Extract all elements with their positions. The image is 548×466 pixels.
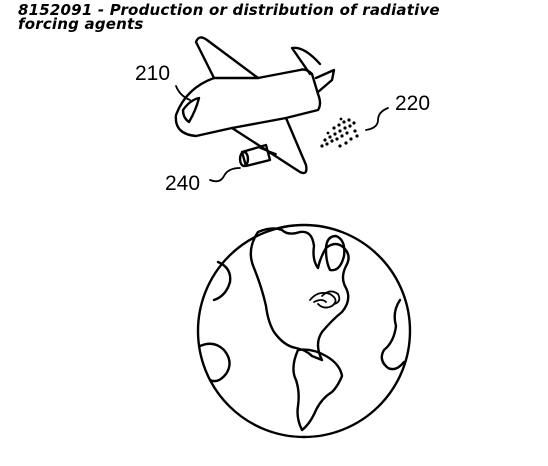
aircraft-upper-wing: [194, 36, 260, 80]
inland-lakes-detail-2: [321, 290, 341, 305]
globe-outline: [196, 223, 412, 439]
patent-title: 8152091 - Production or distribution of …: [18, 1, 538, 33]
radiative-forcing-agent-particles: [320, 117, 359, 148]
continent-greenland: [324, 234, 346, 272]
patent-title-line-2: forcing agents: [18, 15, 144, 33]
aircraft-engine: [240, 143, 272, 168]
label-agent: 220: [395, 92, 430, 115]
aircraft-cockpit-window: [181, 96, 201, 124]
aircraft-tail-fin: [290, 46, 322, 76]
leader-line-agent: [365, 107, 389, 131]
earth-globe: [196, 223, 412, 439]
aircraft-engine-intake: [238, 150, 250, 168]
label-engine: 240: [165, 172, 200, 195]
leader-line-aircraft: [175, 85, 191, 101]
inland-lakes-detail: [309, 291, 337, 309]
continent-asia-edge: [212, 260, 232, 302]
patent-title-line-1: 8152091 - Production or distribution of …: [18, 1, 440, 19]
aircraft-lower-wing: [230, 116, 308, 175]
leader-line-engine: [209, 167, 241, 183]
continent-asia-edge-2: [198, 342, 231, 383]
aircraft-stabilizer: [314, 68, 336, 94]
continent-south-america: [292, 348, 344, 432]
label-aircraft: 210: [135, 62, 170, 85]
continent-north-america: [249, 227, 350, 362]
aircraft-drawing: [174, 36, 336, 175]
continent-africa-edge: [380, 298, 406, 371]
